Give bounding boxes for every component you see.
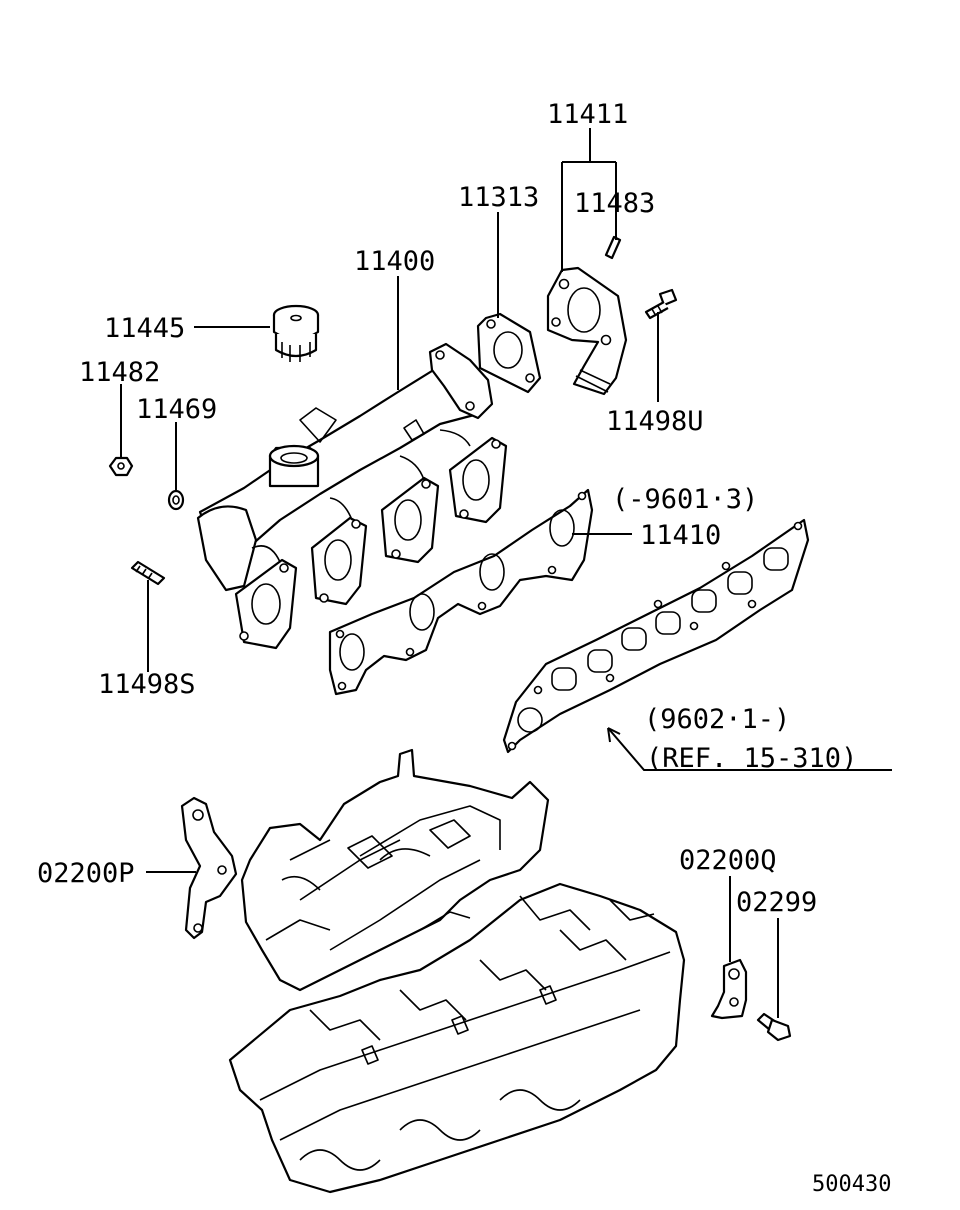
part-11410-gasket-new — [502, 518, 810, 754]
label-11411: 11411 — [547, 99, 628, 130]
part-11498s-stud — [130, 560, 166, 586]
diagram-id: 500430 — [812, 1172, 891, 1197]
label-11483: 11483 — [574, 188, 655, 219]
part-11445-cap — [272, 304, 320, 362]
part-11482-nut — [108, 456, 134, 477]
note-range-new: (9602·1-) — [644, 704, 790, 735]
part-11411-water-outlet — [546, 266, 628, 396]
part-02299-bolt — [756, 1012, 792, 1042]
part-11400-intake-manifold — [196, 342, 508, 650]
leader-lines — [120, 128, 892, 1018]
part-11498u-bolt — [644, 288, 678, 320]
part-11313-gasket — [476, 312, 542, 394]
part-02200p-bracket — [180, 796, 238, 940]
label-11498u: 11498U — [606, 406, 704, 437]
note-range-old: (-9601·3) — [612, 484, 758, 515]
label-11400: 11400 — [354, 246, 435, 277]
engine-upper-housing — [240, 748, 550, 992]
label-02299: 02299 — [736, 887, 817, 918]
label-11498s: 11498S — [98, 669, 196, 700]
part-11469-washer — [167, 489, 185, 511]
label-11410: 11410 — [640, 520, 721, 551]
part-labels: 11411 11483 11313 11400 11445 11482 1146… — [37, 99, 891, 1197]
label-02200q: 02200Q — [679, 845, 777, 876]
part-02200q-bracket — [710, 958, 748, 1020]
label-02200p: 02200P — [37, 858, 135, 889]
engine-cylinder-head — [228, 882, 686, 1194]
label-11482: 11482 — [79, 357, 160, 388]
label-11469: 11469 — [136, 394, 217, 425]
part-11410-gasket-old — [328, 488, 594, 696]
label-11445: 11445 — [104, 313, 185, 344]
label-11313: 11313 — [458, 182, 539, 213]
note-reference: (REF. 15-310) — [646, 743, 857, 774]
part-11483-stud — [604, 235, 622, 260]
